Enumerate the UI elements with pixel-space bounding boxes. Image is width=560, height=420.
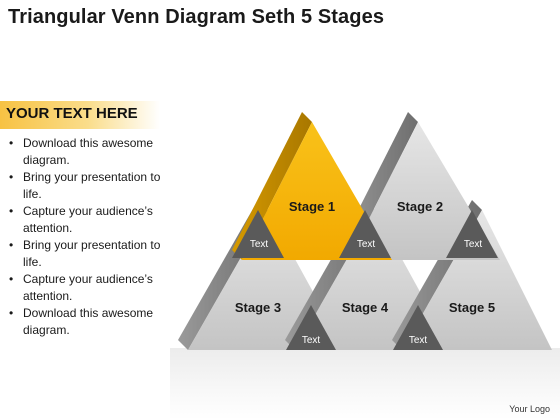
- bullet-item: Bring your presentation to life.: [8, 169, 178, 203]
- overlap-text-5: Text: [409, 335, 428, 346]
- bullet-item: Bring your presentation to life.: [8, 237, 178, 271]
- overlap-4-5: [393, 305, 443, 350]
- stage-5-face: [402, 210, 552, 350]
- overlap-2-5: [446, 210, 498, 258]
- banner-background: [0, 101, 160, 129]
- floor-shadow: [170, 348, 560, 420]
- overlap-text-3: Text: [464, 239, 483, 250]
- bullet-item: Download this awesome diagram.: [8, 305, 178, 339]
- stage-1-label: Stage 1: [289, 199, 335, 214]
- overlap-1-3: [232, 210, 284, 258]
- overlap-text-2: Text: [357, 239, 376, 250]
- stage-5-label: Stage 5: [449, 300, 495, 315]
- overlap-text-4: Text: [302, 335, 321, 346]
- stage-3-label: Stage 3: [235, 300, 281, 315]
- stage-1-face: [242, 122, 392, 260]
- banner-heading: YOUR TEXT HERE: [6, 105, 138, 122]
- overlap-3-4: [286, 305, 336, 350]
- bullet-item: Capture your audience’s attention.: [8, 271, 178, 305]
- stage-2-label: Stage 2: [397, 199, 443, 214]
- overlap-1-2-4: [339, 210, 391, 258]
- footer-logo-text: Your Logo: [509, 404, 550, 414]
- bullet-item: Capture your audience’s attention.: [8, 203, 178, 237]
- bullet-list: Download this awesome diagram. Bring you…: [8, 135, 178, 339]
- stage-4-label: Stage 4: [342, 300, 389, 315]
- page-title: Triangular Venn Diagram Seth 5 Stages: [8, 6, 385, 28]
- overlap-text-1: Text: [250, 239, 269, 250]
- stage-2-face: [348, 122, 500, 260]
- bullet-item: Download this awesome diagram.: [8, 135, 178, 169]
